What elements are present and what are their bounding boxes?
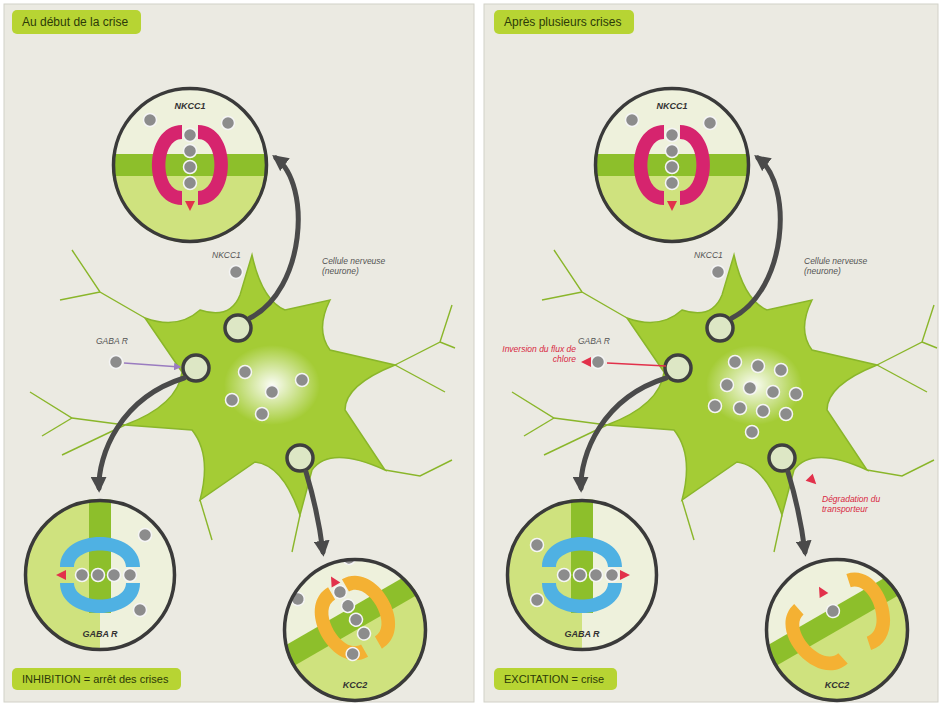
zoom-ring [767,560,908,701]
zoom-ring [26,501,175,650]
zoom-label: NKCC1 [594,101,750,111]
cell-label: Cellule nerveuse (neurone) [322,256,398,276]
stage-banner: INHIBITION = arrêt des crises [12,668,181,690]
zoom-circle: NKCC1 [594,87,750,243]
zoom-circle: NKCC1 [112,87,268,243]
banner-text: Après plusieurs crises [504,15,624,29]
change-note: Dégradation du transporteur [822,494,906,514]
zoom-outline [24,499,176,651]
cell-label: Cellule nerveuse (neurone) [804,256,880,276]
stage-banner: Après plusieurs crises [494,10,634,34]
zoom-circle: GABA R [506,499,658,651]
zoom-ring [596,89,749,242]
zoom-label: GABA R [506,629,658,639]
receptor-label: GABA R [96,336,140,346]
zoom-label: KCC2 [283,680,427,690]
zoom-label: GABA R [24,629,176,639]
stage-banner: Au début de la crise [12,10,141,34]
banner-text: Au début de la crise [22,15,131,29]
transporter-label: NKCC1 [212,250,252,260]
banner-text: INHIBITION = arrêt des crises [22,673,171,685]
receptor-label: GABA R [578,336,622,346]
zoom-label: KCC2 [765,680,909,690]
change-note: Inversion du flux de chlore [496,344,576,364]
zoom-circle: KCC2 [283,558,427,702]
zoom-outline [506,499,658,651]
transporter-label: NKCC1 [694,250,734,260]
zoom-ring [508,501,657,650]
zoom-ring [285,560,426,701]
banner-text: EXCITATION = crise [504,673,607,685]
zoom-circle: KCC2 [765,558,909,702]
zoom-label: NKCC1 [112,101,268,111]
zoom-circle: GABA R [24,499,176,651]
stage-banner: EXCITATION = crise [494,668,617,690]
zoom-ring [114,89,267,242]
